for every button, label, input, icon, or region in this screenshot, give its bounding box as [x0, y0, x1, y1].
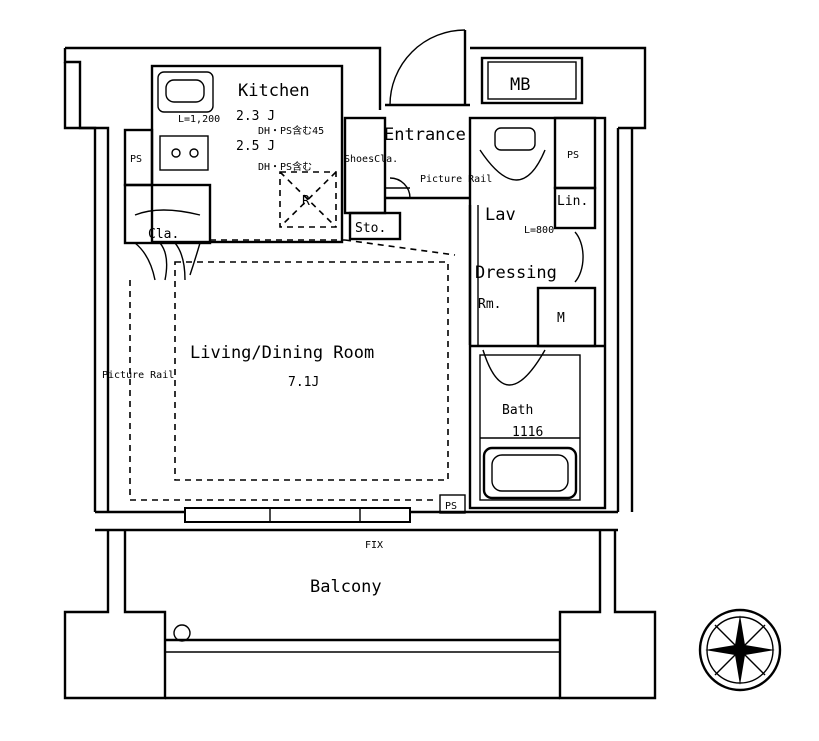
lav-length-label: L=800 [524, 225, 554, 236]
ps-left-label: PS [130, 154, 142, 165]
meter-box [480, 56, 584, 105]
linen-label: Lin. [557, 194, 588, 209]
wet-area [439, 116, 607, 514]
kitchen-note-1: DH・PS含む45 [258, 124, 324, 137]
dressing-label: Dressing [475, 263, 557, 283]
washer-label: M [557, 311, 565, 326]
fix-label: FIX [365, 540, 383, 551]
mb-label: MB [510, 75, 530, 95]
entrance-door [389, 29, 467, 106]
left-ps-closet [123, 128, 212, 281]
bath-label: Bath [502, 403, 533, 418]
kitchen-area-label-1: 2.3 J [236, 109, 275, 124]
ps-bottom-label: PS [445, 501, 457, 512]
closet-label: Cla. [148, 227, 179, 242]
kitchen-area-label-2: 2.5 J [236, 139, 275, 154]
kitchen-note-2: DH・PS含む [258, 160, 312, 173]
balcony-label: Balcony [310, 577, 382, 597]
balcony-area [63, 530, 657, 700]
picture-rail-left-label: Picture Rail [102, 370, 174, 381]
dressing-rm-label: Rm. [478, 297, 501, 312]
fridge-label: R [302, 194, 310, 209]
entrance-area [343, 103, 470, 241]
shoe-closet-label: ShoesCla. [344, 154, 398, 165]
bath-size-label: 1116 [512, 425, 543, 440]
ps-right-label: PS [567, 150, 579, 161]
picture-rail-top-label: Picture Rail [420, 174, 492, 185]
compass-icon [698, 608, 782, 692]
living-room [129, 239, 456, 523]
drain-icon [173, 624, 191, 642]
storage-label: Sto. [355, 221, 386, 236]
entrance-label: Entrance [384, 125, 466, 145]
living-room-label: Living/Dining Room [190, 343, 374, 363]
living-area-label: 7.1J [288, 375, 319, 390]
lav-label: Lav [485, 205, 516, 225]
kitchen-label: Kitchen [238, 81, 310, 101]
kitchen-length-label: L=1,200 [178, 114, 220, 125]
